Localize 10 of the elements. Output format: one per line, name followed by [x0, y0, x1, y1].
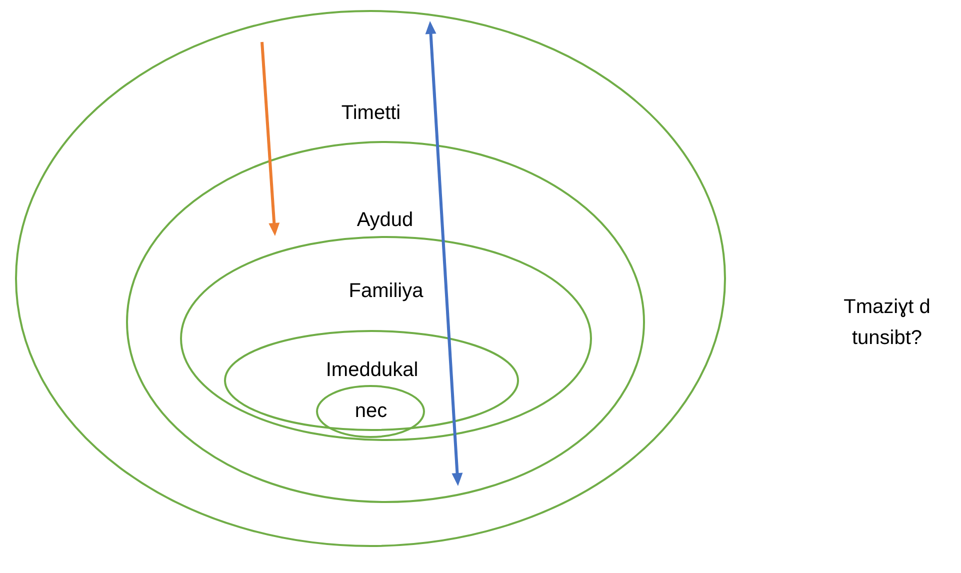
nested-ellipse [15, 10, 726, 547]
zone-label: Aydud [356, 208, 414, 232]
zone-label: Timetti [341, 101, 401, 125]
zone-label: nec [354, 399, 388, 423]
zone-label: Imeddukal [326, 358, 418, 382]
zone-label: Familiya [348, 279, 424, 303]
nested-ellipse [126, 141, 645, 503]
question-text: Tmaziɣt d tunsibt? [842, 295, 932, 351]
nested-ellipse [180, 236, 592, 441]
nested-ellipse [316, 385, 425, 438]
